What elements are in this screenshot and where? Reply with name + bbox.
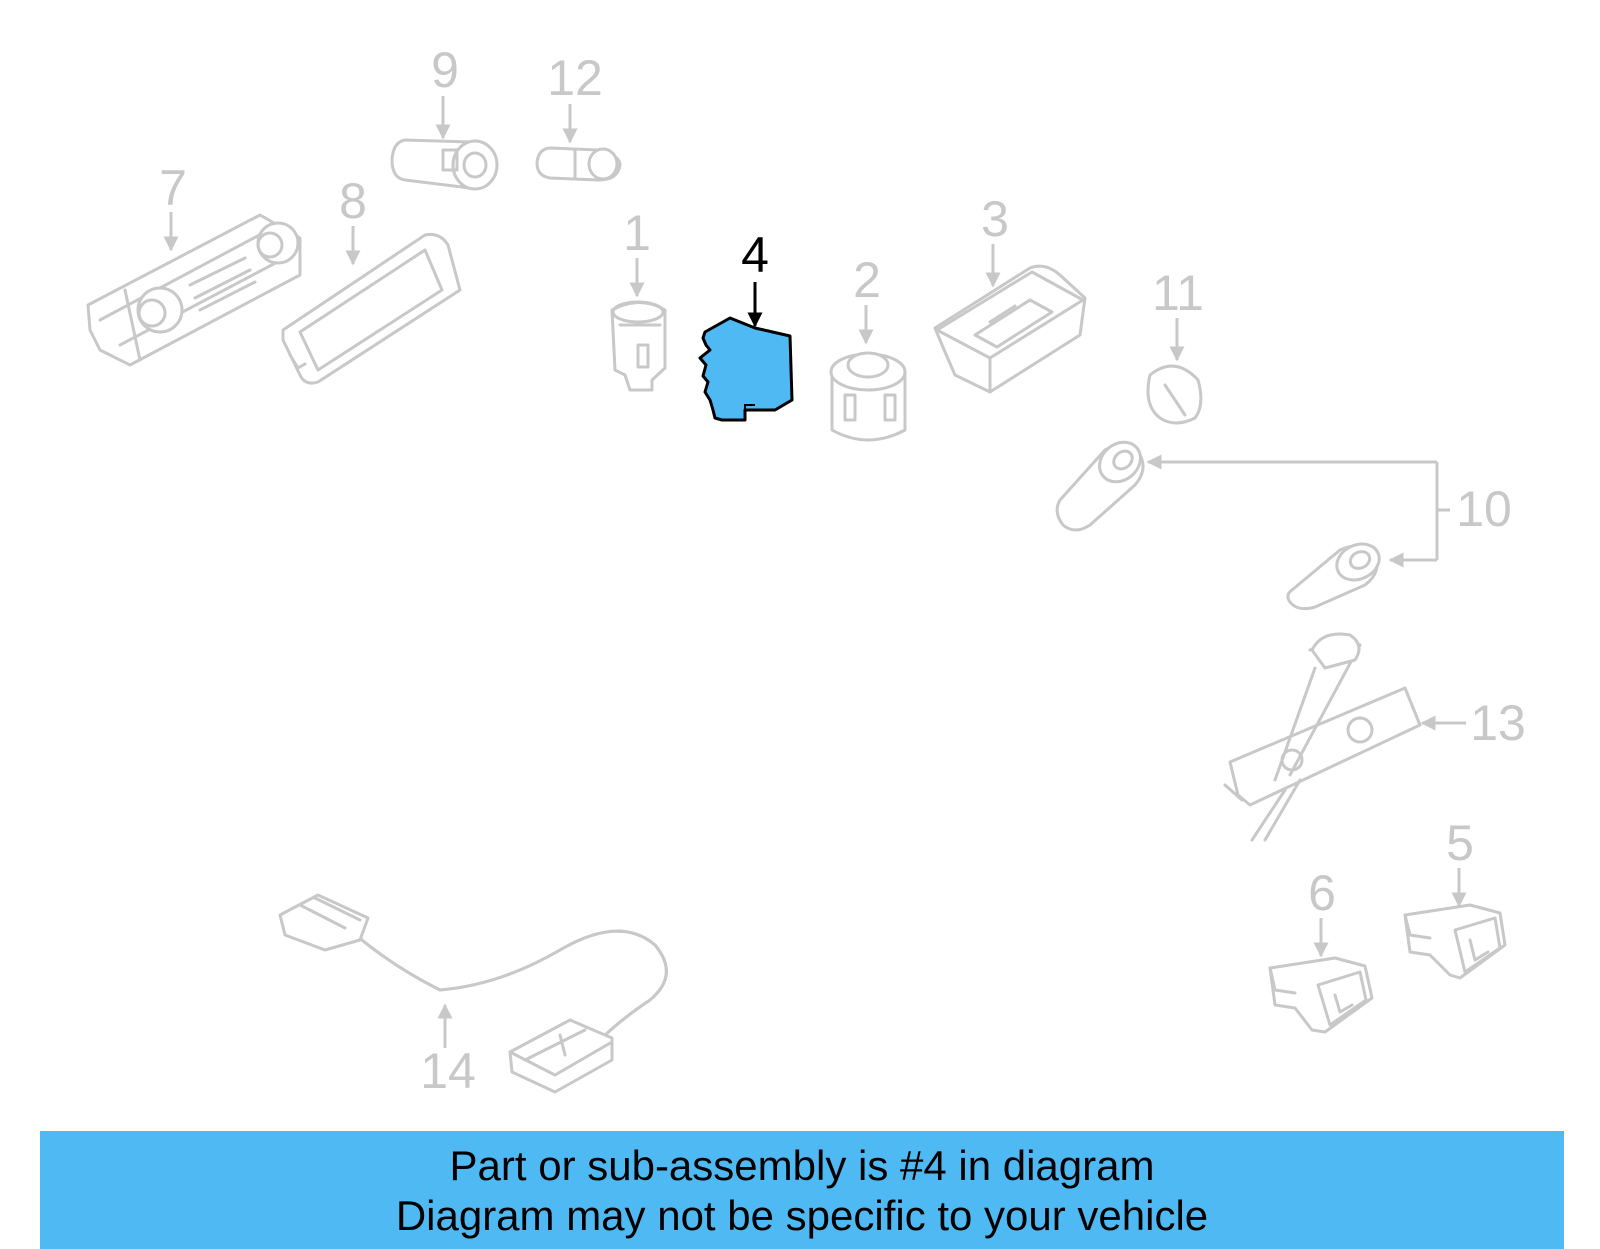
- part-4-module-highlighted: 4: [698, 227, 794, 422]
- part-14-wiring-harness: 14: [278, 893, 668, 1099]
- callout-9: 9: [431, 42, 459, 98]
- callout-7: 7: [159, 160, 187, 216]
- callout-10: 10: [1456, 481, 1512, 537]
- callout-11: 11: [1152, 265, 1204, 321]
- part-6-switch: 6: [1268, 865, 1374, 1034]
- part-3-window-switch: 3: [933, 191, 1087, 394]
- callout-8: 8: [339, 173, 367, 229]
- callout-6: 6: [1308, 865, 1336, 921]
- part-13-bracket-cable: 13: [1223, 632, 1526, 842]
- part-1-switch: 1: [610, 205, 667, 392]
- info-banner: Part or sub-assembly is #4 in diagram Di…: [40, 1131, 1564, 1249]
- part-12-small-plug: 12: [535, 50, 622, 182]
- part-10-bulb-sockets: 10: [1055, 440, 1512, 611]
- callout-5: 5: [1446, 815, 1474, 871]
- callout-1: 1: [623, 205, 651, 261]
- callout-4: 4: [741, 227, 769, 283]
- callout-3: 3: [981, 191, 1009, 247]
- part-8-lamp-housing: 8: [281, 173, 462, 385]
- part-9-switch-cylinder: 9: [390, 42, 499, 191]
- part-2-rotary-knob: 2: [829, 252, 907, 442]
- callout-14: 14: [420, 1043, 476, 1099]
- highlighted-part-shape: [698, 316, 794, 422]
- callout-2: 2: [853, 252, 881, 308]
- part-11-knob: 11: [1146, 265, 1204, 425]
- callout-13: 13: [1470, 695, 1526, 751]
- banner-line-2: Diagram may not be specific to your vehi…: [395, 1192, 1209, 1239]
- part-5-switch: 5: [1403, 815, 1507, 980]
- part-7-control-panel: 7: [86, 160, 302, 367]
- banner-line-1: Part or sub-assembly is #4 in diagram: [449, 1142, 1155, 1189]
- callout-12: 12: [547, 50, 603, 106]
